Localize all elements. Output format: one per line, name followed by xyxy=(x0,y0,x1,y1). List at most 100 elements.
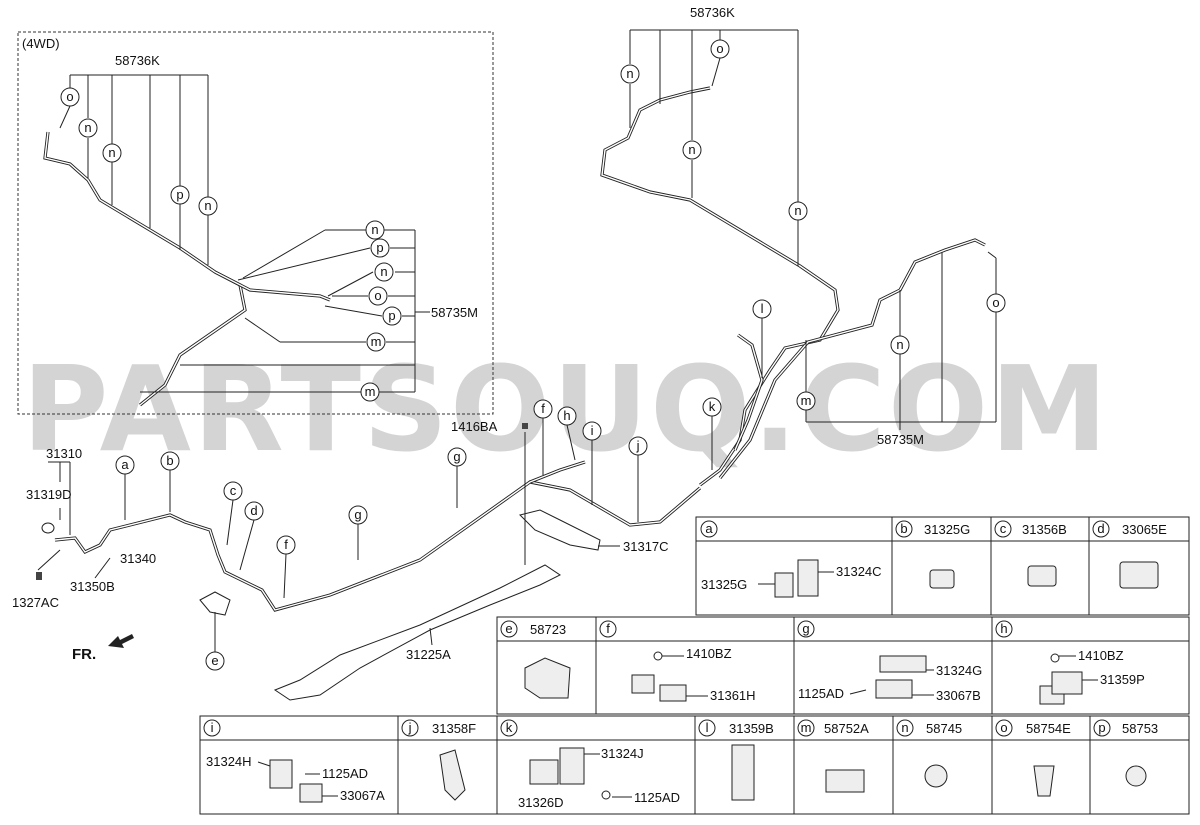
svg-text:i: i xyxy=(211,720,214,735)
legend-e-part: 58723 xyxy=(530,622,566,637)
svg-text:m: m xyxy=(801,720,812,735)
svg-text:o: o xyxy=(1000,720,1007,735)
svg-text:a: a xyxy=(121,457,129,472)
legend-n-header: n xyxy=(896,719,914,737)
legend-m-part: 58752A xyxy=(824,721,869,736)
legend-d-header: d xyxy=(1092,520,1110,538)
legend-l-part: 31359B xyxy=(729,721,774,736)
label-58735M-inset: 58735M xyxy=(431,305,478,320)
legend-l-header: l xyxy=(698,719,716,737)
svg-text:c: c xyxy=(1000,521,1007,536)
callout-inset-r6: m xyxy=(366,332,386,352)
callout-right-n: n xyxy=(890,335,910,355)
legend-h-header: h xyxy=(995,620,1013,638)
callout-inset-n1: n xyxy=(78,118,98,138)
svg-text:a: a xyxy=(705,521,713,536)
clip-sketch-g2 xyxy=(875,679,913,699)
legend-j-part: 31358F xyxy=(432,721,476,736)
legend-g-sub-1: 31324G xyxy=(936,663,982,678)
svg-text:d: d xyxy=(1097,521,1104,536)
legend-g-sub-3: 33067B xyxy=(936,688,981,703)
label-58736K-top: 58736K xyxy=(690,5,735,20)
clip-sketch-g1 xyxy=(879,655,927,673)
legend-a-header: a xyxy=(700,520,718,538)
main-brake-lines xyxy=(54,460,702,612)
callout-top-o1: o xyxy=(710,39,730,59)
junction-block xyxy=(199,591,231,616)
svg-text:j: j xyxy=(636,438,640,453)
legend-m-header: m xyxy=(797,719,815,737)
legend-d-part: 33065E xyxy=(1122,522,1167,537)
callout-inset-p: p xyxy=(170,185,190,205)
callout-main-j: j xyxy=(628,436,648,456)
svg-text:f: f xyxy=(606,621,610,636)
clip-sketch-d xyxy=(1119,561,1159,589)
callout-inset-o: o xyxy=(60,87,80,107)
bracket-sketch-e xyxy=(524,657,571,699)
clip-sketch-o xyxy=(1033,765,1055,797)
legend-h-sub-2: 31359P xyxy=(1100,672,1145,687)
legend-headers: a b c d e f g h i j k l m n o p xyxy=(203,520,1111,737)
legend-j-header: j xyxy=(401,719,419,737)
clip-sketch-k2 xyxy=(559,747,585,785)
legend-b-header: b xyxy=(895,520,913,538)
svg-text:e: e xyxy=(505,621,512,636)
callout-inset-r2: p xyxy=(370,238,390,258)
label-31317C: 31317C xyxy=(623,539,669,554)
legend-g-sub-2: 1125AD xyxy=(798,686,844,701)
legend-a-sub-1: 31325G xyxy=(701,577,747,592)
callout-top-n2: n xyxy=(682,140,702,160)
legend-i-sub-1: 31324H xyxy=(206,754,252,769)
svg-text:g: g xyxy=(354,507,361,522)
svg-text:o: o xyxy=(66,89,73,104)
svg-text:p: p xyxy=(376,240,383,255)
svg-text:l: l xyxy=(761,301,764,316)
svg-text:j: j xyxy=(408,720,412,735)
callout-main-h: h xyxy=(557,406,577,426)
svg-text:n: n xyxy=(380,264,387,279)
clip-sketch-f2 xyxy=(659,684,687,702)
bolt-1416BA xyxy=(522,423,528,429)
svg-text:e: e xyxy=(211,653,218,668)
legend-n-part: 58745 xyxy=(926,721,962,736)
svg-text:n: n xyxy=(204,198,211,213)
clip-sketch-n xyxy=(924,764,948,788)
clip-sketch-b xyxy=(929,569,955,589)
svg-text:p: p xyxy=(176,187,183,202)
label-31319D: 31319D xyxy=(26,487,72,502)
clip-sketch-p xyxy=(1125,765,1147,787)
legend-c-header: c xyxy=(994,520,1012,538)
svg-text:n: n xyxy=(901,720,908,735)
callout-inset-r5: p xyxy=(382,306,402,326)
callout-top-n1: n xyxy=(620,64,640,84)
svg-text:p: p xyxy=(1098,720,1105,735)
bracket-31317C xyxy=(519,509,601,551)
legend-k-sub-3: 1125AD xyxy=(634,790,680,805)
callout-main-d: d xyxy=(244,501,264,521)
clip-sketch-k1 xyxy=(529,759,559,785)
callout-main-f2: f xyxy=(533,399,553,419)
svg-text:c: c xyxy=(230,483,237,498)
inset-brake-lines xyxy=(43,131,331,407)
svg-text:h: h xyxy=(1000,621,1007,636)
svg-text:b: b xyxy=(900,521,907,536)
callout-inset-r1: n xyxy=(365,220,385,240)
svg-text:k: k xyxy=(709,399,716,414)
svg-text:m: m xyxy=(801,393,812,408)
callout-main-f1: f xyxy=(276,535,296,555)
main-leaders xyxy=(37,416,713,652)
callout-main-g1: g xyxy=(348,505,368,525)
rear-leaders xyxy=(629,29,997,430)
svg-text:o: o xyxy=(992,295,999,310)
clip-sketch-a2 xyxy=(797,559,819,597)
callout-inset-r3: n xyxy=(374,262,394,282)
callouts: o n n p n n p n o p m m n o n n o l n m … xyxy=(60,39,1006,671)
legend-f-sub-2: 31361H xyxy=(710,688,756,703)
front-arrow-icon xyxy=(108,634,134,648)
svg-text:i: i xyxy=(591,423,594,438)
front-direction-label: FR. xyxy=(72,646,96,663)
callout-main-g2: g xyxy=(447,447,467,467)
svg-text:m: m xyxy=(371,334,382,349)
svg-text:n: n xyxy=(371,222,378,237)
clip-sketch-i2 xyxy=(299,783,323,803)
